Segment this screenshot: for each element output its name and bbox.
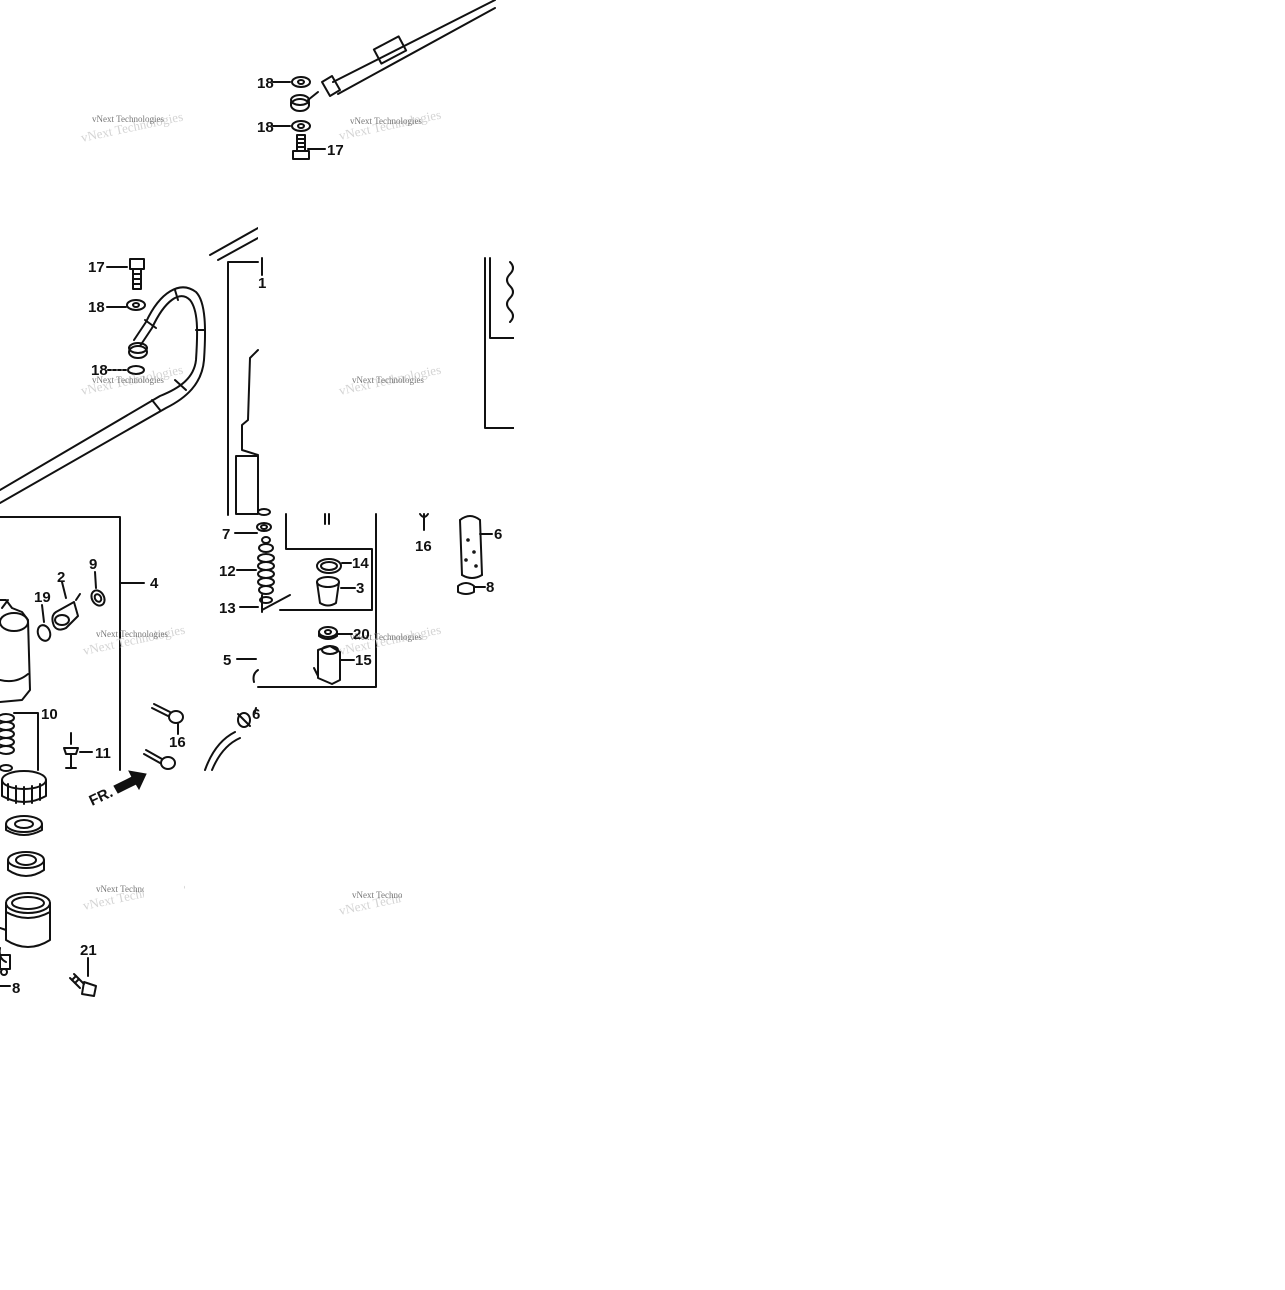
svg-text:vNext Technologies: vNext Technologies (350, 116, 422, 126)
callout-label: 20 (353, 626, 370, 643)
callout-label: 9 (89, 556, 97, 573)
fitting-icon (51, 581, 81, 631)
washer-icon (291, 120, 311, 132)
callout-label: 17 (327, 142, 344, 159)
washer-icon (90, 571, 106, 607)
direction-label: FR. (87, 784, 116, 810)
bleeder-icon (63, 732, 79, 769)
screw-icon (69, 973, 97, 997)
callout-label: 1 (258, 275, 266, 292)
callout-label: 8 (486, 579, 494, 596)
boot-icon (316, 576, 340, 607)
washer-icon (127, 365, 145, 375)
callout-label: 18 (91, 362, 108, 379)
reservoir-icon (0, 892, 51, 976)
bolt-icon (292, 134, 310, 160)
circlip-icon (316, 558, 342, 574)
callout-label: 21 (80, 942, 97, 959)
diaphragm-plate-icon (5, 815, 43, 836)
callout-label: 19 (34, 589, 51, 606)
callout-label: 18 (257, 75, 274, 92)
callout-label: 12 (219, 563, 236, 580)
callout-label: 6 (252, 706, 260, 723)
callout-label: 18 (88, 299, 105, 316)
callout-label: 16 (415, 538, 432, 555)
callout-label: 2 (57, 569, 65, 586)
callout-label: 15 (355, 652, 372, 669)
top-brake-hose-icon (307, 0, 496, 101)
washer-icon (126, 299, 146, 311)
callout-label: 14 (352, 555, 369, 572)
seal-icon (256, 508, 272, 532)
washer-icon (291, 76, 311, 88)
o-ring-icon (36, 604, 52, 642)
svg-text:vNext Technologies: vNext Technologies (352, 375, 424, 385)
spring-icon (0, 713, 15, 772)
svg-text:vNext Technologies: vNext Technologies (350, 632, 422, 642)
clamp-icon (457, 582, 475, 595)
callout-label: 18 (257, 119, 274, 136)
callout-label: 4 (150, 575, 159, 592)
callout-label: 13 (219, 600, 236, 617)
bolt-icon (324, 513, 330, 525)
master-cylinder-icon (0, 599, 31, 703)
callout-label: 3 (356, 580, 364, 597)
cylinder-icon (235, 349, 259, 515)
callout-label: 8 (12, 980, 20, 997)
piston-icon (257, 536, 275, 604)
svg-text:vNext Technologies: vNext Technologies (352, 890, 424, 900)
callout-label: 10 (41, 706, 58, 723)
callout-label: 17 (88, 259, 105, 276)
banjo-bolt-icon (128, 342, 148, 359)
callout-label: 16 (169, 734, 186, 751)
clamp-icon (237, 712, 251, 728)
callout-label: 6 (494, 526, 502, 543)
svg-text:vNext Technologies: vNext Technologies (82, 622, 187, 658)
reservoir-cap-icon (1, 770, 47, 805)
bolt-icon (143, 703, 184, 770)
banjo-bolt-icon (290, 94, 310, 112)
bolt-icon (129, 258, 145, 290)
svg-text:vNext Technologies: vNext Technologies (96, 629, 168, 639)
clevis-icon (313, 645, 355, 685)
nut-icon (318, 626, 338, 640)
brake-hose-icon (0, 286, 207, 504)
diaphragm-icon (7, 851, 45, 877)
svg-text:vNext Technologies: vNext Technologies (92, 375, 164, 385)
reservoir-hose-icon (459, 515, 483, 579)
svg-text:vNext Technologies: vNext Technologies (92, 114, 164, 124)
callout-label: 5 (223, 652, 231, 669)
callouts: 18 18 17 17 18 18 1 7 12 13 5 16 6 8 14 … (12, 75, 502, 997)
callout-label: 11 (95, 745, 111, 762)
direction-arrow-icon (113, 770, 147, 794)
callout-label: 7 (222, 526, 230, 543)
svg-text:vNext Technologies: vNext Technologies (96, 884, 168, 894)
